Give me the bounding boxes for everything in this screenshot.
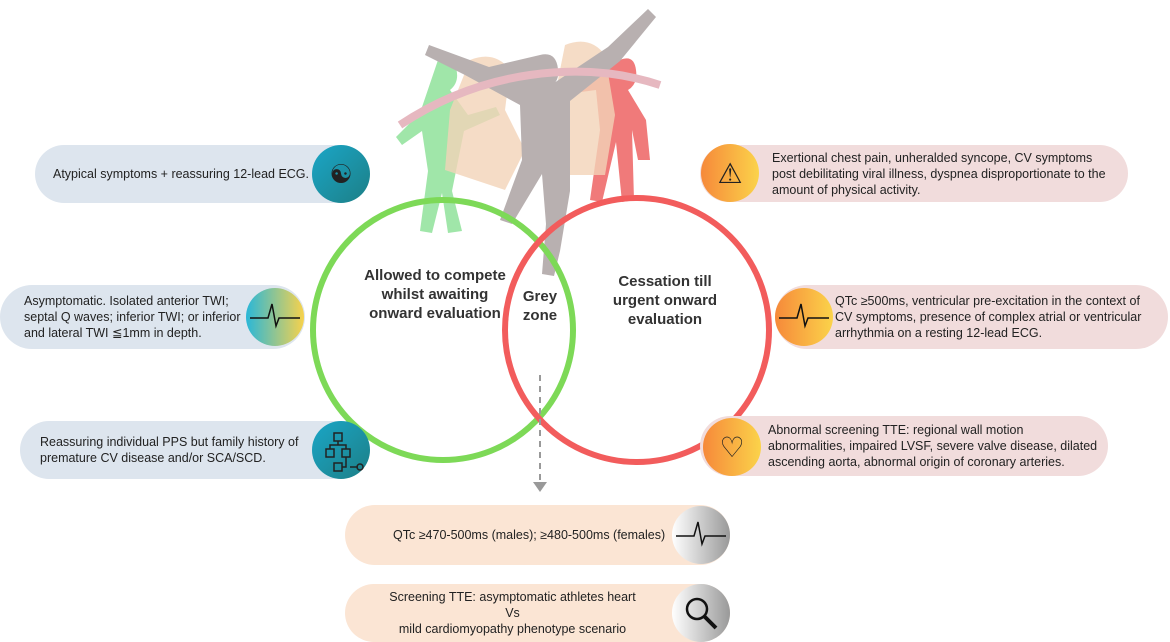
red-zone-label: Cessation till urgent onward evaluation <box>612 273 718 328</box>
runner-figures <box>396 9 662 276</box>
left-criterion-3: Reassuring individual PPS but family his… <box>20 421 362 479</box>
green-zone-label: Allowed to compete whilst awaiting onwar… <box>364 267 506 322</box>
criterion-text: QTc ≥500ms, ventricular pre-excitation i… <box>835 294 1142 340</box>
heart-icon: ♡ <box>703 418 761 476</box>
criterion-text: Asymptomatic. Isolated anterior TWI; sep… <box>24 294 241 340</box>
magnifier-icon <box>672 584 730 642</box>
criterion-text: mild cardiomyopathy phenotype scenario <box>398 622 627 636</box>
right-criterion-2: QTc ≥500ms, ventricular pre-excitation i… <box>775 285 1168 349</box>
red-circle <box>502 195 772 465</box>
criterion-text: Screening TTE: asymptomatic athletes hea… <box>389 590 636 604</box>
warning-icon: ⚠ <box>701 144 759 202</box>
criterion-text: QTc ≥470-500ms (males); ≥480-500ms (fema… <box>393 528 666 542</box>
criterion-text: Vs <box>505 606 520 620</box>
person-rotate-icon: ☯ <box>312 145 370 203</box>
bottom-criterion-1: QTc ≥470-500ms (males); ≥480-500ms (fema… <box>345 505 730 565</box>
left-criterion-1: Atypical symptoms + reassuring 12-lead E… <box>35 145 362 203</box>
grey-zone-label: Grey zone <box>522 288 558 324</box>
criterion-text: Abnormal screening TTE: regional wall mo… <box>768 423 1098 469</box>
ecg-icon <box>775 288 833 346</box>
right-criterion-1: Exertional chest pain, unheralded syncop… <box>700 145 1128 202</box>
finish-ribbon <box>397 67 662 129</box>
ecg-icon <box>246 288 304 346</box>
right-criterion-3: Abnormal screening TTE: regional wall mo… <box>700 416 1108 476</box>
arrow-head-icon <box>533 482 547 492</box>
criterion-text: Reassuring individual PPS but family his… <box>40 435 299 465</box>
ecg-icon <box>672 506 730 564</box>
criterion-text: Atypical symptoms + reassuring 12-lead E… <box>53 167 310 181</box>
family-tree-icon <box>312 421 370 479</box>
bottom-criterion-2: Screening TTE: asymptomatic athletes hea… <box>345 584 730 642</box>
green-circle <box>310 197 576 463</box>
criterion-text: Exertional chest pain, unheralded syncop… <box>772 150 1106 197</box>
